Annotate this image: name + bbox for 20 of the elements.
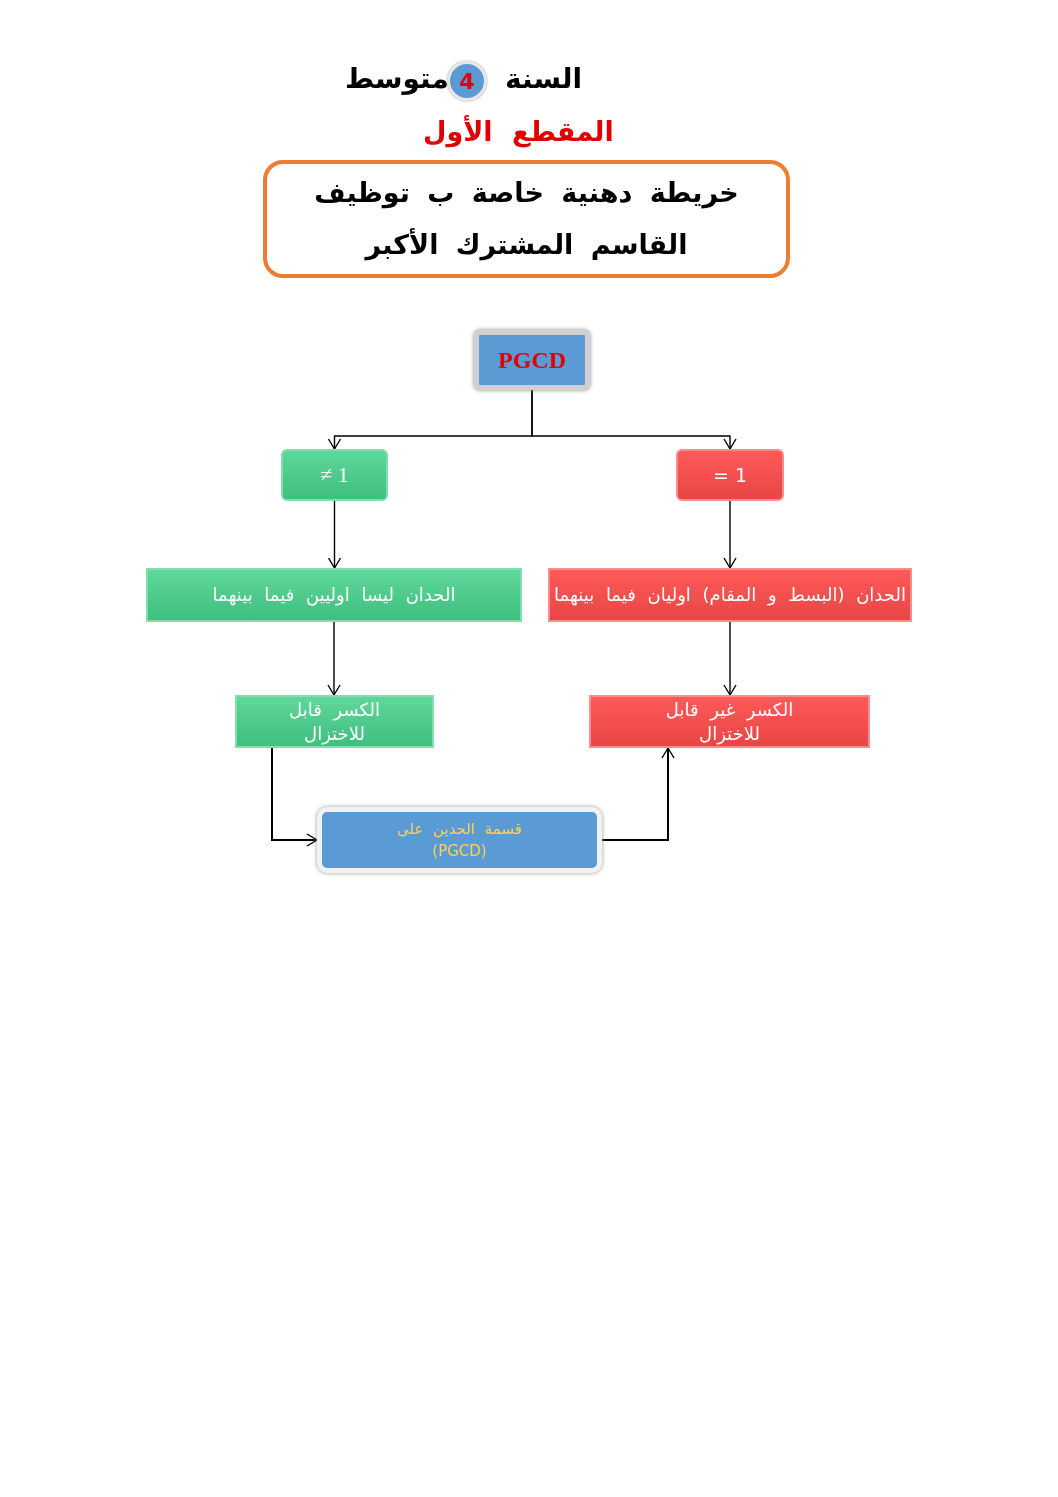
number-badge: 4 [447, 61, 487, 101]
process-box: قسمة الحدين على (PGCD) [317, 807, 602, 873]
heading-text: متوسط [345, 62, 449, 95]
condition-box: = 1 [676, 449, 784, 501]
arrow [723, 621, 737, 696]
arrow [531, 389, 737, 450]
result-box: الحدان (البسط و المقام) اوليان فيما بينهما [548, 568, 912, 622]
arrow [601, 747, 675, 841]
arrow [327, 500, 342, 569]
arrow [327, 621, 341, 696]
condition-box: ≠ 1 [281, 449, 388, 501]
arrow [271, 747, 318, 847]
heading-text: السنة [505, 62, 582, 95]
subtitle-text: المقطع الأول [423, 116, 614, 147]
process-box: PGCD [474, 330, 590, 390]
result-box: الحدان ليسا اوليين فيما بينهما [146, 568, 522, 622]
result-box: الكسر غير قابل للاختزال [589, 695, 870, 748]
title-box: خريطة دهنية خاصة ب توظيف القاسم المشترك الأكبر [263, 160, 790, 278]
result-box: الكسر قابل للاختزال [235, 695, 434, 748]
arrow [723, 500, 737, 569]
